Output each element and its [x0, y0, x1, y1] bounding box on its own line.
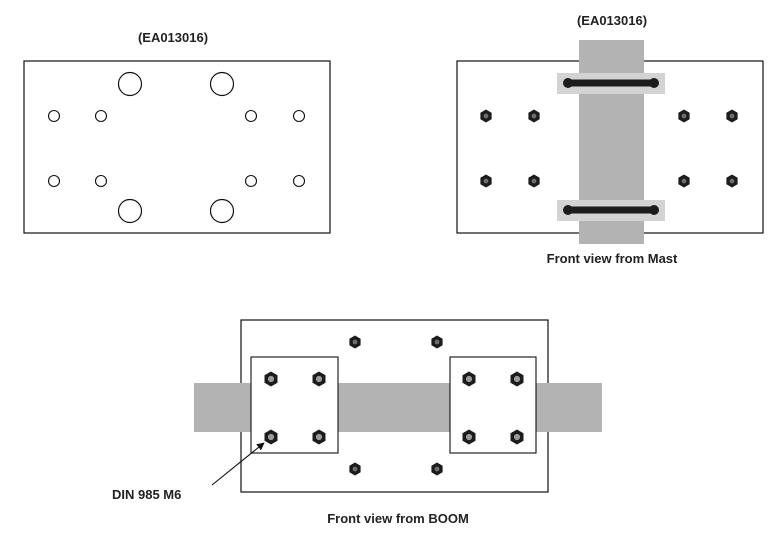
plate-left-label: (EA013016): [138, 30, 208, 45]
plate-bottom-caption: Front view from BOOM: [327, 511, 469, 526]
clamp-bottom: [557, 200, 665, 221]
plate-left-group: (EA013016): [23, 30, 331, 234]
callout-label: DIN 985 M6: [112, 487, 181, 502]
plate-right-label: (EA013016): [577, 13, 647, 28]
small-hole: [94, 109, 108, 123]
callout-arrow: [211, 442, 265, 486]
large-hole: [117, 71, 143, 97]
u-bolt-end: [649, 78, 659, 88]
plate-right-caption: Front view from Mast: [547, 251, 678, 266]
plate-right-group: (EA013016) Front v: [456, 13, 764, 266]
clamp-top: [557, 73, 665, 94]
large-hole: [209, 71, 235, 97]
u-bolt-end: [649, 205, 659, 215]
small-hole: [47, 174, 61, 188]
plate-left: [23, 60, 331, 234]
large-hole: [209, 198, 235, 224]
small-hole: [94, 174, 108, 188]
large-hole: [117, 198, 143, 224]
plate-bottom-group: DIN 985 M6 Front view from BOOM: [112, 319, 602, 526]
u-bolt-end: [563, 78, 573, 88]
small-hole: [292, 109, 306, 123]
small-hole: [244, 109, 258, 123]
small-hole: [244, 174, 258, 188]
small-hole: [292, 174, 306, 188]
small-hole: [47, 109, 61, 123]
plate-left-large-holes: [117, 71, 235, 224]
u-bolt-end: [563, 205, 573, 215]
plate-left-small-holes: [47, 109, 306, 188]
